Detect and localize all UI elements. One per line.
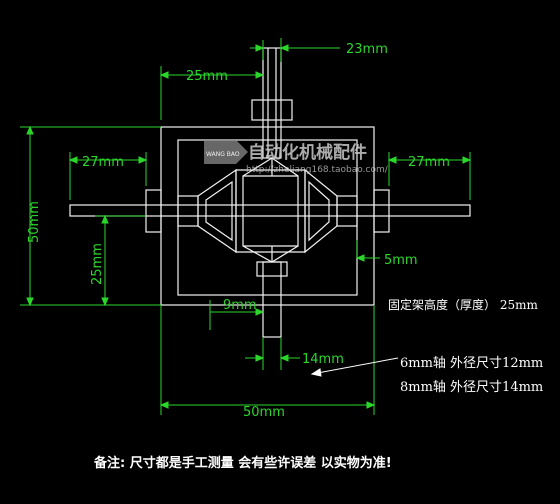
watermark-logo bbox=[204, 140, 236, 164]
dim-27mm-right: 27mm bbox=[408, 155, 450, 170]
dim-5mm: 5mm bbox=[384, 253, 418, 268]
remark-note: 备注: 尺寸都是手工测量 会有些许误差 以实物为准! bbox=[94, 456, 392, 471]
top-collar bbox=[251, 99, 293, 121]
dim-23mm: 23mm bbox=[346, 42, 388, 57]
horizontal-shaft bbox=[69, 204, 471, 217]
right-hub bbox=[336, 195, 358, 227]
dim-50mm-vertical: 50mm bbox=[27, 201, 42, 243]
watermark-url: http://zheliang168.taobao.com/ bbox=[246, 165, 389, 175]
dim-25mm-vertical: 25mm bbox=[90, 243, 105, 285]
dim-9mm: 9mm bbox=[223, 298, 257, 313]
watermark: WANG BAO 自动化机械配件 http://zheliang168.taob… bbox=[204, 140, 389, 175]
frame-height-note: 固定架高度（厚度） 25mm bbox=[388, 298, 538, 312]
watermark-logo-text: WANG BAO bbox=[206, 151, 240, 158]
left-hub bbox=[177, 195, 199, 227]
dim-25mm-top: 25mm bbox=[186, 69, 228, 84]
right-bearing bbox=[373, 189, 390, 233]
note-pointer bbox=[310, 357, 399, 377]
bottom-collar bbox=[256, 261, 288, 277]
dim-27mm-left: 27mm bbox=[82, 155, 124, 170]
dim-14mm: 14mm bbox=[302, 352, 344, 367]
part-geometry bbox=[69, 47, 471, 338]
dimension-lines bbox=[20, 38, 472, 415]
dim-50mm-bottom: 50mm bbox=[243, 405, 285, 420]
bottom-shaft bbox=[262, 261, 282, 338]
left-bevel-gear bbox=[197, 168, 237, 254]
shaft-8mm-note: 8mm轴 外径尺寸14mm bbox=[400, 380, 544, 395]
shaft-6mm-note: 6mm轴 外径尺寸12mm bbox=[400, 356, 544, 371]
top-shaft bbox=[262, 47, 282, 159]
left-bearing bbox=[145, 189, 162, 233]
watermark-title: 自动化机械配件 bbox=[248, 142, 367, 163]
